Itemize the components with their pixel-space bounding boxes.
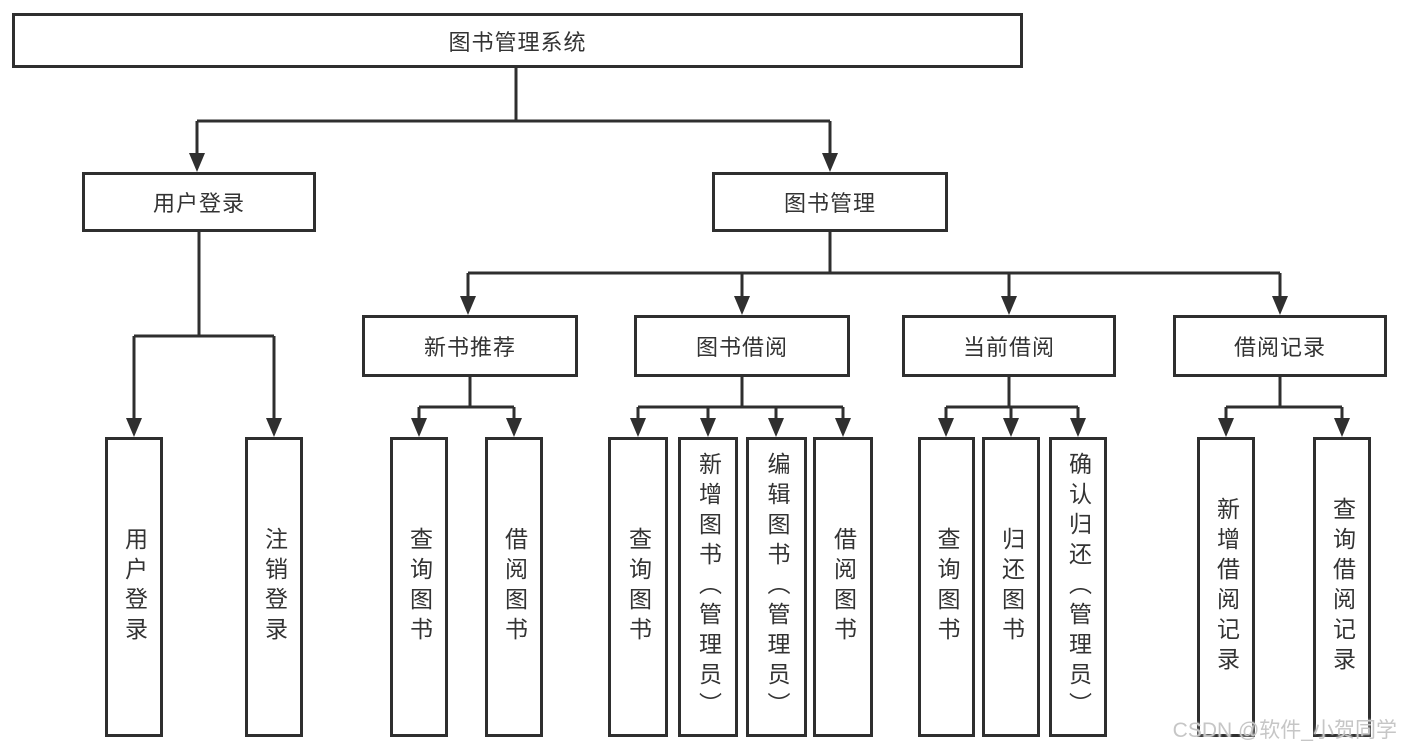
node-new-book-recommendation: 新书推荐	[362, 315, 578, 377]
node-logout: 注销登录	[245, 437, 303, 737]
node-query-books-borrowing: 查询图书	[608, 437, 668, 737]
node-label: 编辑图书（管理员）	[764, 452, 790, 722]
node-label: 用户登录	[121, 527, 148, 647]
node-label: 查询图书	[406, 527, 433, 647]
node-query-books-recommend: 查询图书	[390, 437, 448, 737]
node-label: 图书管理系统	[448, 29, 587, 55]
node-query-borrow-record: 查询借阅记录	[1313, 437, 1371, 737]
node-label: 图书借阅	[695, 335, 788, 360]
arrowheads	[126, 153, 1350, 437]
node-current-borrowing: 当前借阅	[902, 315, 1116, 377]
node-label: 借阅图书	[501, 527, 528, 647]
node-label: 新增图书（管理员）	[695, 452, 722, 722]
node-label: 图书管理	[783, 191, 876, 216]
node-library-management-system: 图书管理系统	[12, 13, 1023, 68]
node-label: 借阅记录	[1233, 335, 1326, 360]
node-label: 新书推荐	[423, 335, 516, 360]
node-label: 当前借阅	[962, 335, 1055, 360]
node-return-books: 归还图书	[982, 437, 1040, 737]
node-add-borrow-record: 新增借阅记录	[1197, 437, 1255, 737]
node-label: 借阅图书	[830, 527, 857, 647]
node-borrow-books-borrowing: 借阅图书	[813, 437, 873, 737]
node-add-book-admin: 新增图书（管理员）	[678, 437, 738, 737]
node-borrow-books-recommend: 借阅图书	[485, 437, 543, 737]
node-confirm-return-admin: 确认归还（管理员）	[1049, 437, 1107, 737]
node-label: 查询图书	[934, 527, 960, 647]
node-query-books-current: 查询图书	[918, 437, 975, 737]
node-label: 查询借阅记录	[1329, 497, 1356, 677]
node-edit-book-admin: 编辑图书（管理员）	[746, 437, 807, 737]
node-label: 确认归还（管理员）	[1065, 452, 1092, 722]
node-user-login-leaf: 用户登录	[105, 437, 163, 737]
node-label: 新增借阅记录	[1213, 497, 1240, 677]
node-label: 查询图书	[625, 527, 652, 647]
node-book-borrowing: 图书借阅	[634, 315, 850, 377]
node-user-login: 用户登录	[82, 172, 316, 232]
node-book-management: 图书管理	[712, 172, 948, 232]
node-label: 注销登录	[261, 527, 288, 647]
node-label: 归还图书	[998, 527, 1025, 647]
node-label: 用户登录	[152, 191, 245, 216]
node-borrowing-records: 借阅记录	[1173, 315, 1387, 377]
csdn-watermark: CSDN @软件_小贺同学	[1172, 719, 1397, 742]
